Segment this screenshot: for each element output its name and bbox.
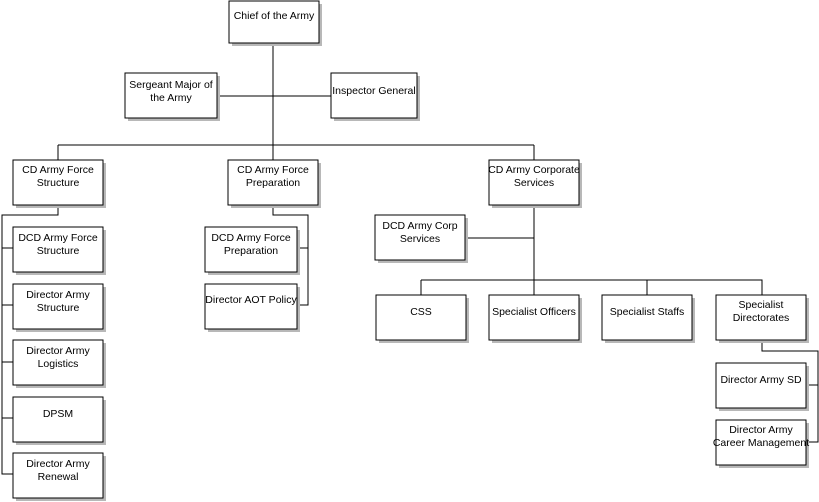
node-sma-line1: Sergeant Major of <box>129 79 213 91</box>
node-dcdfs-line1: DCD Army Force <box>18 232 98 244</box>
node-sma-line2: the Army <box>150 92 192 104</box>
node-so: Specialist Officers <box>488 294 582 343</box>
node-dcdfp-line2: Preparation <box>224 245 278 257</box>
node-dpsm-label: DPSM <box>43 408 73 420</box>
node-dar-line1: Director Army <box>26 458 90 470</box>
node-coa: Chief of the Army <box>228 0 322 46</box>
node-das-line1: Director Army <box>26 289 90 301</box>
node-cdcs-line1: CD Army Corporate <box>488 164 580 176</box>
node-cdfs-line2: Structure <box>37 177 80 189</box>
node-ig-label: Inspector General <box>332 85 415 97</box>
node-dpsm: DPSM <box>12 396 106 445</box>
node-ss: Specialist Staffs <box>601 294 695 343</box>
node-dal-line1: Director Army <box>26 345 90 357</box>
node-dacm-line2: Career Management <box>713 437 809 449</box>
node-dcdcs-line2: Services <box>400 233 440 245</box>
node-das-line2: Structure <box>37 302 80 314</box>
node-ig: Inspector General <box>330 72 420 121</box>
node-cdcs-line2: Services <box>514 177 554 189</box>
connector-cdfs-column <box>1 205 59 475</box>
node-cdfs-line1: CD Army Force <box>22 164 94 176</box>
node-dcdfs-line2: Structure <box>37 245 80 257</box>
node-sd-line1: Specialist <box>739 299 784 311</box>
node-dacm-line1: Director Army <box>729 424 793 436</box>
connector-sd-column <box>761 340 819 443</box>
node-cdfp-line2: Preparation <box>246 177 300 189</box>
node-daot-label: Director AOT Policy <box>205 294 297 306</box>
node-so-label: Specialist Officers <box>492 306 576 318</box>
node-dal-line2: Logistics <box>38 358 79 370</box>
connector-cdfp-column <box>272 205 309 306</box>
node-dcdfp-line1: DCD Army Force <box>211 232 291 244</box>
node-dasd-label: Director Army SD <box>720 374 802 386</box>
connector-level4-bar <box>421 279 763 295</box>
node-dar-line2: Renewal <box>38 471 79 483</box>
node-css-label: CSS <box>410 306 432 318</box>
node-ss-label: Specialist Staffs <box>610 306 685 318</box>
node-coa-label: Chief of the Army <box>234 10 315 22</box>
connector-lines <box>1 45 819 475</box>
node-cdfp-line1: CD Army Force <box>237 164 309 176</box>
node-dcdcs-line1: DCD Army Corp <box>382 220 457 232</box>
node-dasd: Director Army SD <box>715 362 809 411</box>
node-sd-line2: Directorates <box>733 312 790 324</box>
node-css: CSS <box>375 294 469 343</box>
node-daot: Director AOT Policy <box>204 283 300 332</box>
